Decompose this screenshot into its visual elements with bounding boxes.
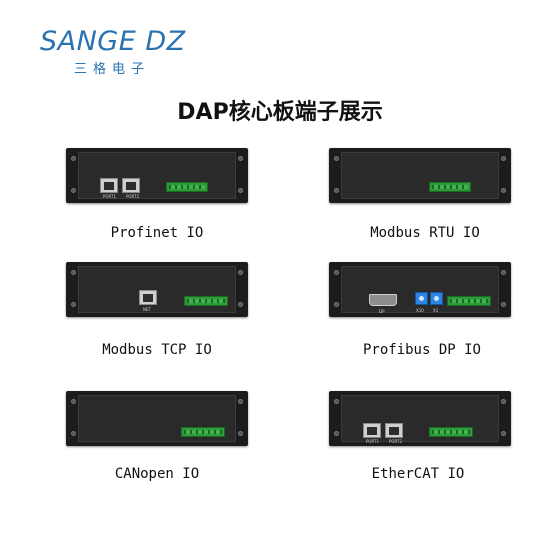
terminal-block (447, 296, 491, 306)
dp-label: DP (379, 309, 385, 314)
terminal-block (429, 182, 471, 192)
net-label: NET (143, 307, 151, 312)
device-image-ethercat: PORT1 PORT2 (329, 391, 511, 446)
page-title: DAP核心板端子展示 (177, 100, 383, 125)
terminal-block (166, 182, 208, 192)
terminal-block (181, 427, 225, 437)
port2-label: PORT2 (389, 439, 403, 444)
port1-label: PORT1 (366, 439, 380, 444)
device-image-profibus: DP X10 X1 (329, 262, 511, 317)
rotary-switch-x1 (430, 292, 443, 305)
ethernet-port-2 (122, 178, 140, 193)
x1-label: X1 (433, 308, 439, 313)
device-label-modbus-rtu: Modbus RTU IO (370, 225, 480, 241)
device-label-profibus: Profibus DP IO (362, 342, 481, 358)
port2-label: PORT2 (126, 194, 140, 199)
device-image-modbus-tcp: NET (66, 262, 248, 317)
ethernet-port-2 (385, 423, 403, 438)
device-label-canopen: CANopen IO (114, 466, 200, 482)
rotary-switch-x10 (415, 292, 428, 305)
ethernet-port-1 (100, 178, 118, 193)
ethernet-port (139, 290, 157, 305)
logo-name: SANGE DZ (40, 26, 186, 57)
logo-subtitle: 三格电子 (74, 62, 151, 77)
ethernet-port-1 (363, 423, 381, 438)
device-label-ethercat: EtherCAT IO (371, 466, 465, 482)
db9-connector (369, 294, 397, 306)
device-image-profinet: PORT1 PORT2 (66, 148, 248, 203)
port1-label: PORT1 (103, 194, 117, 199)
device-label-profinet: Profinet IO (110, 225, 204, 241)
x10-label: X10 (416, 308, 424, 313)
device-image-canopen (66, 391, 248, 446)
device-label-modbus-tcp: Modbus TCP IO (102, 342, 212, 358)
terminal-block (184, 296, 228, 306)
device-image-modbus-rtu (329, 148, 511, 203)
terminal-block (429, 427, 473, 437)
